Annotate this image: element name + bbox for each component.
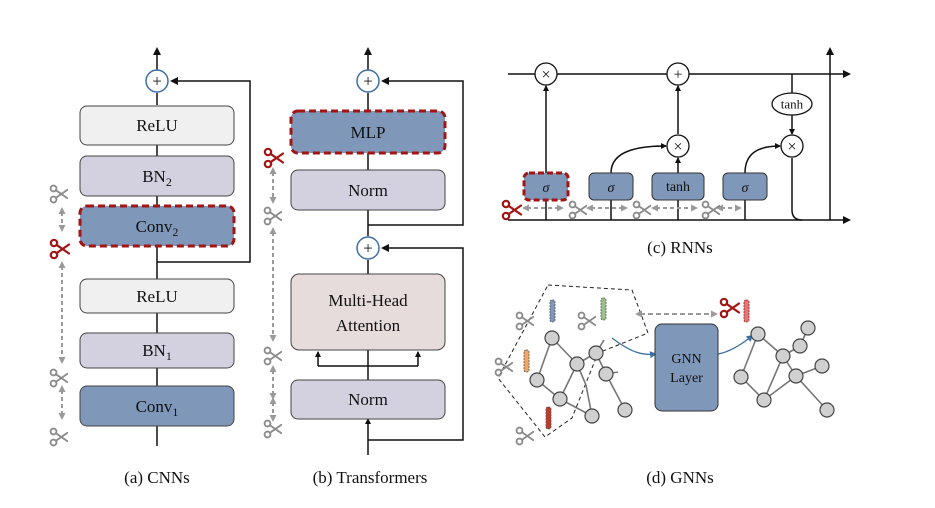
scissors-icon [577,311,597,331]
transformer-plus-top: + [356,69,380,93]
scissors-icon [719,297,741,319]
rnn-input-gate-label: σ [608,181,616,196]
rnn-output-gate-box: σ [722,172,768,201]
rnn-times-output-symbol: × [787,139,796,156]
cnn-panel: + ReLU BN2 Conv2 ReLU BN1 Conv1 [49,47,251,487]
transformer-attention-label-1: Multi-Head [328,291,408,310]
gnn-right-nodes [733,320,835,418]
rnn-plus-node: + [666,62,690,86]
rnn-times-input-symbol: × [673,139,682,156]
cnn-plus-symbol: + [152,72,162,91]
cnn-bn2-box: BN2 [79,155,235,197]
rnn-tanh-ellipse: tanh [771,92,813,116]
transformer-attention-label-2: Attention [336,316,401,335]
gnn-panel: GNN Layer [494,284,835,487]
gnn-layer-label-1: GNN [671,352,701,367]
cnn-bn1-box: BN1 [79,332,235,369]
scissors-icon [501,199,523,221]
cnn-relu-bottom-box: ReLU [79,278,235,314]
cnn-bn2-label: BN2 [142,167,172,189]
transformer-norm-bottom-box: Norm [290,379,446,420]
scissors-icon [49,238,71,260]
scissors-icon [568,200,588,220]
gnn-feature-vectors [523,297,607,430]
transformer-norm-top-box: Norm [290,169,446,211]
rnn-forget-gate-box: σ [522,171,570,202]
cnn-relu-top-box: ReLU [79,105,235,146]
cnn-caption: (a) CNNs [124,468,190,487]
rnn-plus-symbol: + [673,67,682,84]
scissors-icon [515,426,535,446]
gnn-subgraph-outline [497,284,649,438]
transformer-plus-top-symbol: + [363,72,373,91]
scissors-icon [263,147,285,169]
rnn-caption: (c) RNNs [647,238,713,257]
transformer-panel: + + MLP Norm Multi-Head Attention Norm [263,47,464,487]
transformer-norm-top-label: Norm [348,181,388,200]
rnn-times-output: × [780,134,804,158]
transformer-mlp-label: MLP [351,123,386,142]
scissors-icon [632,200,652,220]
rnn-times-forget-symbol: × [541,67,550,84]
rnn-candidate-box: tanh [651,172,705,201]
gnn-layer-label-2: Layer [670,371,703,386]
rnn-forget-gate-label: σ [543,181,551,196]
transformer-plus-bottom: + [356,236,380,260]
cnn-conv2-box: Conv2 [78,204,236,248]
rnn-input-gate-box: σ [588,172,634,201]
rnn-output-gate-label: σ [742,181,750,196]
cnn-plus-node: + [145,69,169,93]
transformer-mlp-box: MLP [289,109,447,155]
scissors-icon [701,200,721,220]
scissors-icon [49,427,69,447]
scissors-icon [263,346,283,366]
rnn-tanh-ellipse-label: tanh [781,97,804,112]
cnn-conv2-label: Conv2 [136,217,179,239]
rnn-panel: × + × × tanh σ σ tanh [501,47,851,257]
gnn-layer-box: GNN Layer [654,323,719,412]
rnn-candidate-label: tanh [666,180,690,195]
cnn-relu-bottom-label: ReLU [136,287,178,306]
gnn-left-nodes [529,330,633,424]
transformer-plus-bottom-symbol: + [363,239,373,258]
scissors-icon [263,206,283,226]
gnn-output-feature-vector [743,299,750,323]
transformer-caption: (b) Transformers [313,468,428,487]
scissors-icon [263,419,283,439]
cnn-bn1-label: BN1 [142,341,172,363]
scissors-icon [49,184,69,204]
cnn-conv1-label: Conv1 [136,397,179,419]
cnn-conv1-box: Conv1 [79,385,235,427]
transformer-attention-box: Multi-Head Attention [290,273,446,351]
rnn-times-forget: × [534,62,558,86]
transformer-norm-bottom-label: Norm [348,390,388,409]
cnn-relu-top-label: ReLU [136,116,178,135]
scissors-icon [49,368,69,388]
rnn-times-input: × [666,134,690,158]
gnn-caption: (d) GNNs [646,468,714,487]
